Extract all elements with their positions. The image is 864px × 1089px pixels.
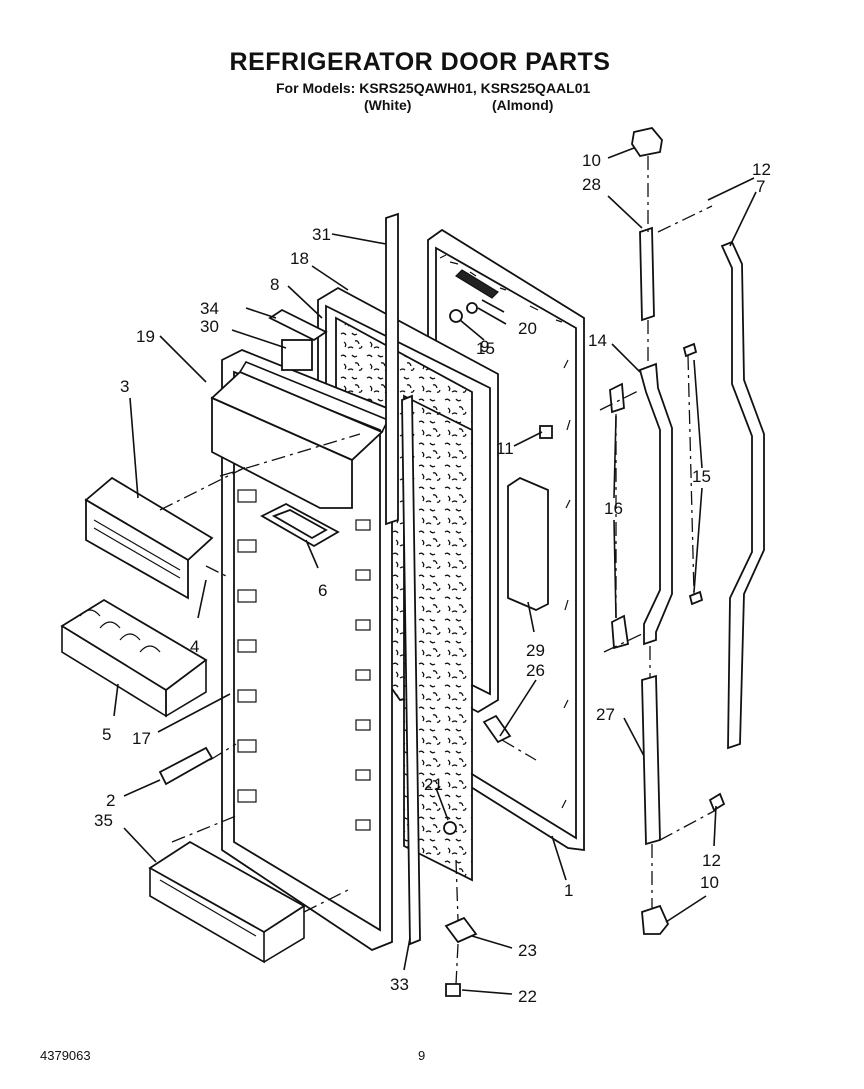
callout-26: 26 — [526, 661, 545, 680]
callout-5: 5 — [102, 725, 111, 744]
models-line: For Models: KSRS25QAWH01, KSRS25QAAL01 — [276, 80, 591, 96]
butter-dish — [260, 502, 340, 548]
bin-clip — [158, 746, 214, 786]
leader-lines — [113, 147, 757, 995]
door-trim-rail — [720, 240, 765, 750]
callout-9: 9 — [480, 337, 489, 356]
callout-labels: 1 2 3 4 5 6 7 8 9 10 10 11 12 12 14 15 1… — [94, 151, 771, 1006]
callout-1: 1 — [564, 881, 573, 900]
color-almond-label: (Almond) — [492, 97, 554, 113]
hinge-cap-top — [631, 127, 663, 158]
page-number: 9 — [418, 1048, 426, 1063]
callout-8: 8 — [270, 275, 279, 294]
upper-hinge-bar — [639, 226, 655, 322]
door-edge-trim — [401, 394, 421, 946]
shelf-cover — [84, 476, 214, 600]
callout-6: 6 — [318, 581, 327, 600]
callout-28: 28 — [582, 175, 601, 194]
small-hardware — [443, 425, 553, 997]
callout-22: 22 — [518, 987, 537, 1006]
callout-2: 2 — [106, 791, 115, 810]
callout-15-right: 15 — [692, 467, 711, 486]
callout-4: 4 — [190, 637, 199, 656]
callout-7: 7 — [756, 177, 765, 196]
door-trim-strip — [385, 212, 399, 526]
callout-19: 19 — [136, 327, 155, 346]
water-filter-block — [507, 476, 549, 611]
lower-hardware — [641, 792, 726, 935]
dispenser-housing — [210, 360, 390, 509]
callout-35: 35 — [94, 811, 113, 830]
door-handle — [638, 362, 673, 646]
callout-11: 11 — [496, 439, 514, 458]
callout-33: 33 — [390, 975, 409, 994]
callout-31: 31 — [312, 225, 331, 244]
handle-screws — [682, 342, 704, 606]
callout-17: 17 — [132, 729, 151, 748]
callout-10-bottom: 10 — [700, 873, 719, 892]
door-bin — [148, 840, 306, 964]
callout-27: 27 — [596, 705, 615, 724]
callout-18: 18 — [290, 249, 309, 268]
callout-34: 34 — [200, 299, 219, 318]
door-hinge-insert — [449, 269, 499, 323]
callout-29: 29 — [526, 641, 545, 660]
egg-tray — [60, 598, 208, 718]
callout-16: 16 — [604, 499, 623, 518]
handle-end-caps — [609, 382, 630, 650]
page-title: REFRIGERATOR DOOR PARTS — [229, 48, 611, 76]
callout-14: 14 — [588, 331, 607, 350]
lower-hinge-bar — [641, 674, 661, 846]
top-trim-pieces — [268, 308, 328, 371]
callout-30: 30 — [200, 317, 219, 336]
callout-23: 23 — [518, 941, 537, 960]
document-number: 4379063 — [40, 1048, 91, 1063]
color-white-label: (White) — [364, 97, 412, 113]
callout-21: 21 — [424, 775, 443, 794]
callout-12-top: 12 — [752, 160, 771, 179]
callout-10-top: 10 — [582, 151, 601, 170]
callout-3: 3 — [120, 377, 129, 396]
callout-12-bottom: 12 — [702, 851, 721, 870]
callout-20: 20 — [518, 319, 537, 338]
callout-15-upper: 15 — [476, 339, 495, 358]
